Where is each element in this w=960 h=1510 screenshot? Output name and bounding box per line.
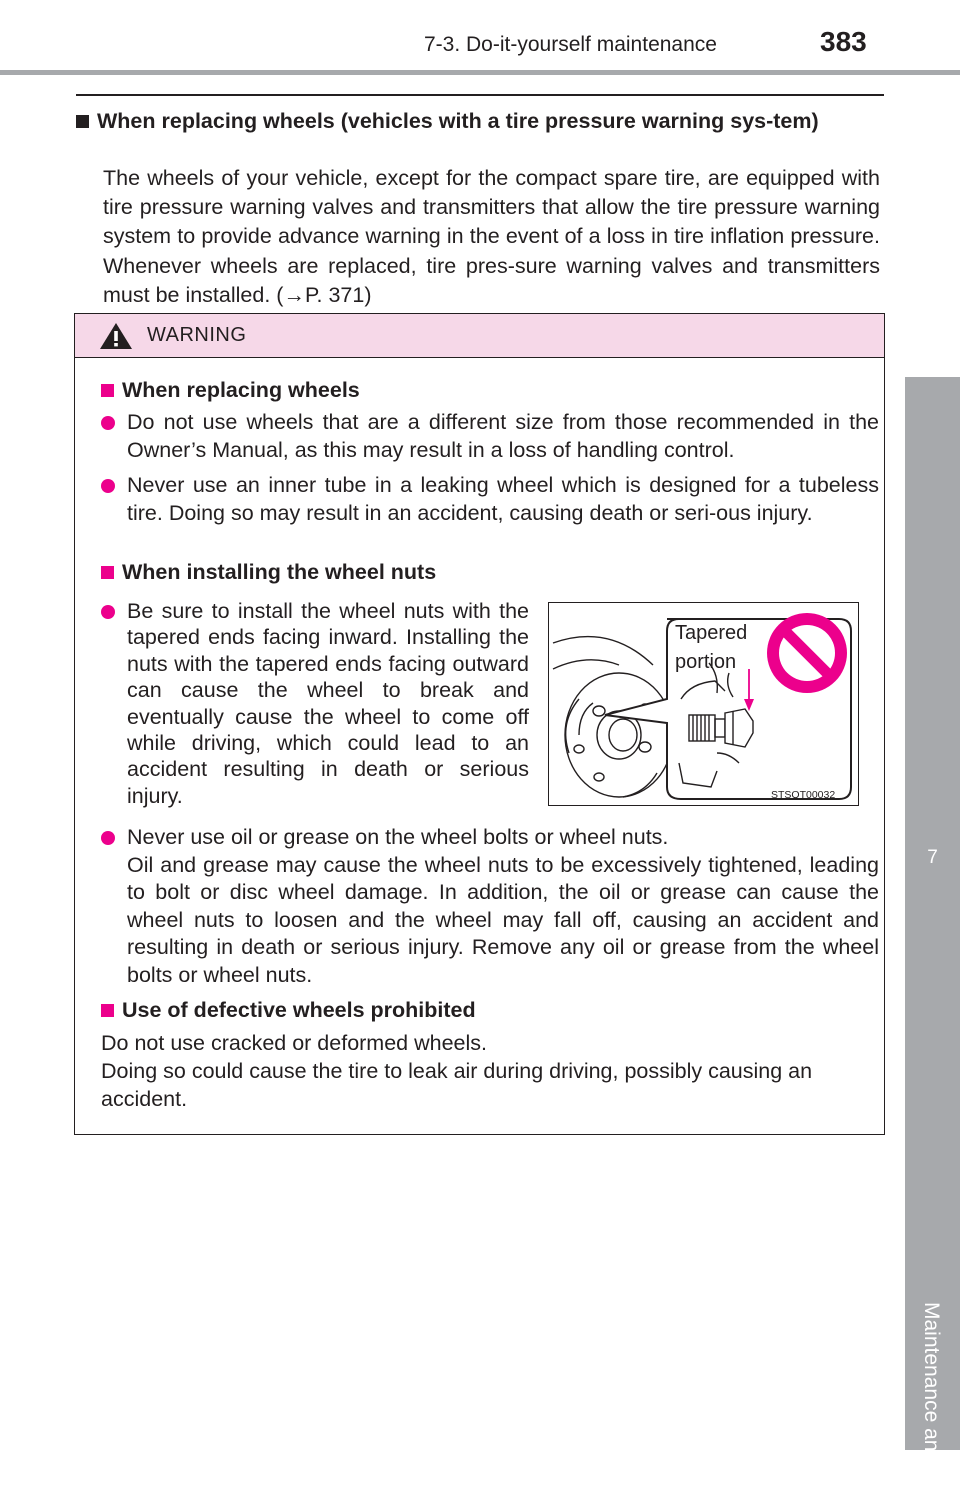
- subheading-text: When installing the wheel nuts: [122, 560, 437, 584]
- header-rule: [0, 70, 960, 75]
- chapter-side-tab: 7 Maintenance and care: [905, 377, 960, 1510]
- defective-text-1: Do not use cracked or deformed wheels.: [101, 1031, 488, 1055]
- bullet-dot-icon: [101, 479, 115, 493]
- bullet-dot-icon: [101, 831, 115, 845]
- warning-triangle-icon: [100, 323, 132, 349]
- bullet-text: Do not use wheels that are a different s…: [127, 410, 879, 462]
- bullet-wheel-size: Do not use wheels that are a different s…: [101, 409, 879, 464]
- square-bullet-icon: [101, 384, 114, 397]
- square-bullet-icon: [101, 1004, 114, 1017]
- label-line-1: Tapered: [675, 622, 748, 644]
- bullet-tapered-ends: Be sure to install the wheel nuts with t…: [101, 598, 529, 809]
- bullet-dot-icon: [101, 605, 115, 619]
- warning-box: WARNING When replacing wheels Do not use…: [74, 313, 885, 1135]
- page-number: 383: [820, 26, 867, 57]
- bullet-text: Never use an inner tube in a leaking whe…: [127, 473, 879, 525]
- warning-subheading-defective: Use of defective wheels prohibited: [101, 996, 476, 1025]
- figure-code: STSOT00032: [771, 789, 836, 801]
- section-body: The wheels of your vehicle, except for t…: [103, 166, 880, 307]
- subheading-text: Use of defective wheels prohibited: [122, 998, 476, 1022]
- bullet-text-continued: Oil and grease may cause the wheel nuts …: [127, 852, 879, 987]
- chapter-title: Maintenance and care: [920, 1302, 943, 1510]
- square-bullet-icon: [101, 566, 114, 579]
- wheel-hub-drawing: [552, 613, 852, 800]
- subheading-text: When replacing wheels: [122, 378, 360, 402]
- chapter-number: 7: [927, 847, 938, 868]
- defective-text-2: Doing so could cause the tire to leak ai…: [101, 1059, 813, 1111]
- warning-subheading-replacing: When replacing wheels: [101, 376, 360, 405]
- square-bullet-icon: [76, 115, 89, 128]
- warning-header: WARNING: [75, 314, 884, 358]
- warning-title: WARNING: [147, 324, 247, 346]
- bullet-text: Be sure to install the wheel nuts with t…: [127, 599, 529, 808]
- bullet-oil-grease: Never use oil or grease on the wheel bol…: [101, 824, 879, 989]
- bullet-dot-icon: [101, 416, 115, 430]
- tapered-portion-label: Tapered portion: [675, 619, 747, 677]
- section-rule: [76, 94, 884, 96]
- bullet-text: Never use oil or grease on the wheel bol…: [127, 825, 669, 849]
- section-heading: When replacing wheels (vehicles with a t…: [76, 107, 884, 136]
- label-line-2: portion: [675, 651, 737, 673]
- warning-subheading-nuts: When installing the wheel nuts: [101, 558, 436, 587]
- header-section-title: 7-3. Do-it-yourself maintenance: [424, 33, 717, 56]
- bullet-inner-tube: Never use an inner tube in a leaking whe…: [101, 472, 879, 527]
- section-heading-text: When replacing wheels (vehicles with a t…: [97, 109, 819, 133]
- wheel-nut-illustration: Tapered portion STSOT00032: [548, 602, 859, 806]
